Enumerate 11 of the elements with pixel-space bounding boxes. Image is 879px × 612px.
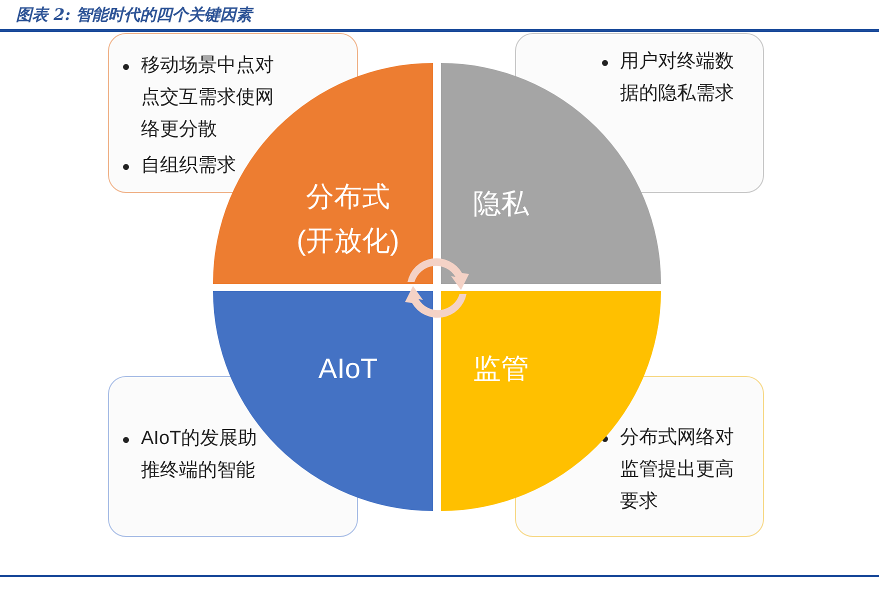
figure-title: 图表 2: 智能时代的四个关键因素 [16, 4, 252, 26]
bullet-text: 自组织需求 [141, 154, 236, 178]
bullet-text: AIoT的发展助推终端的智能 [141, 426, 258, 482]
sector-label: 隐私 [473, 186, 529, 220]
bullet-text: 移动场景中点对点交互需求使网络更分散 [141, 54, 275, 142]
sector-label: 分布式 [306, 180, 390, 214]
sector-label: AIoT [318, 352, 378, 386]
bullet-text: 用户对终端数据的隐私需求 [620, 50, 735, 106]
sector-label: 监管 [473, 352, 529, 386]
bullet-text: 分布式网络对监管提出更高要求 [620, 426, 735, 514]
sector-label: (开放化) [296, 224, 400, 258]
